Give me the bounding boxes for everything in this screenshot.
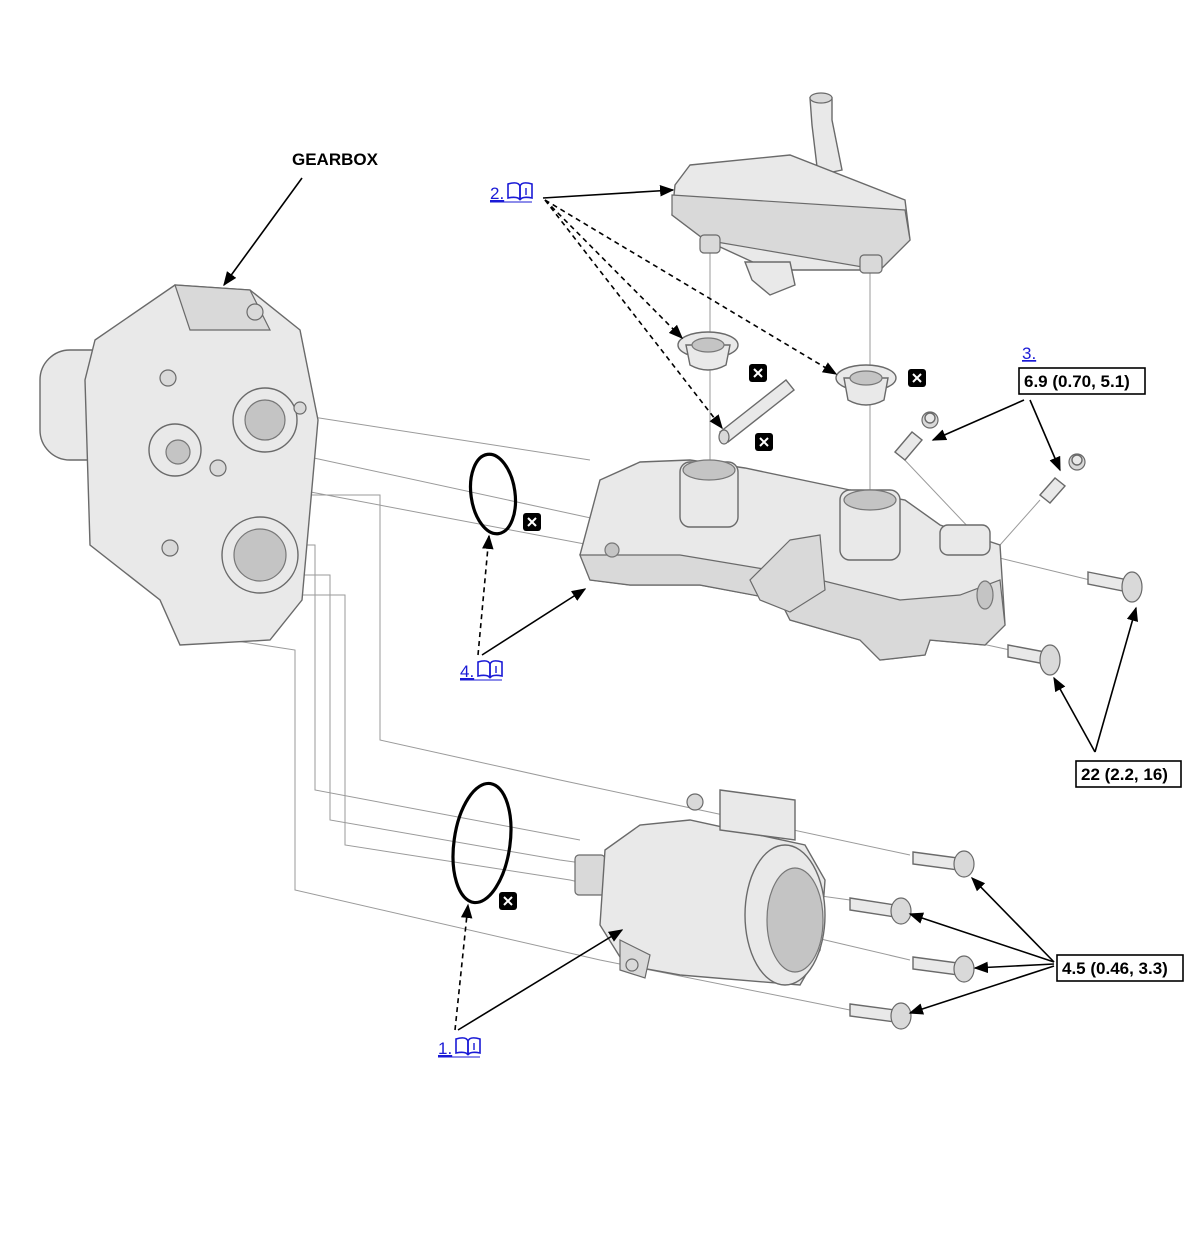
motor-assembly: [574, 789, 826, 986]
ref-link-2-label[interactable]: 2.: [490, 184, 504, 203]
book-icon: [490, 182, 533, 203]
grommet-left: [677, 331, 739, 371]
ref-2-leaders: [542, 185, 838, 430]
ref-link-1[interactable]: 1.: [438, 1037, 481, 1058]
bolt-motor-2: [849, 897, 912, 925]
bolt-motor-1: [912, 850, 975, 878]
ref-link-4[interactable]: 4.: [460, 660, 503, 681]
replace-icon-pin: [755, 433, 773, 451]
bleeder-valve-right: [1038, 453, 1086, 504]
gearbox-housing: [39, 284, 319, 646]
ref-link-3[interactable]: 3.: [1022, 344, 1036, 363]
bleeder-valve-left: [893, 411, 939, 461]
torque-bleeder-value: 6.9 (0.70, 5.1): [1024, 372, 1130, 391]
bolt-motor-4: [849, 1002, 912, 1030]
ref-4-leaders: [477, 534, 587, 656]
torque-box-bleeder: 6.9 (0.70, 5.1): [931, 367, 1146, 472]
torque-box-cylinder-bolts: 22 (2.2, 16): [1053, 606, 1182, 788]
master-cylinder: [579, 459, 1006, 661]
grommet-right: [835, 364, 897, 406]
ref-link-3-label[interactable]: 3.: [1022, 344, 1036, 363]
reservoir-tank: [671, 92, 911, 296]
replace-icon-oring-upper: [523, 513, 541, 531]
bolt-cylinder-upper: [1087, 571, 1143, 603]
replace-icon-oring-lower: [499, 892, 517, 910]
book-icon: [460, 660, 503, 681]
torque-box-motor-bolts: 4.5 (0.46, 3.3): [908, 876, 1184, 1015]
torque-cylinder-value: 22 (2.2, 16): [1081, 765, 1168, 784]
ref-1-leaders: [454, 903, 624, 1031]
ref-link-4-label[interactable]: 4.: [460, 662, 474, 681]
gearbox-label: GEARBOX: [292, 150, 379, 169]
replace-icon-grommet-left: [749, 364, 767, 382]
gearbox-arrow: [223, 177, 303, 287]
bolt-cylinder-lower: [1007, 644, 1061, 676]
book-icon: [438, 1037, 481, 1058]
ref-link-2[interactable]: 2.: [490, 182, 533, 203]
bolt-motor-3: [912, 955, 975, 983]
spring-pin: [718, 379, 795, 445]
ref-link-1-label[interactable]: 1.: [438, 1039, 452, 1058]
torque-motor-value: 4.5 (0.46, 3.3): [1062, 959, 1168, 978]
oring-lower: [451, 781, 513, 905]
oring-upper: [468, 452, 518, 536]
replace-icon-grommet-right: [908, 369, 926, 387]
